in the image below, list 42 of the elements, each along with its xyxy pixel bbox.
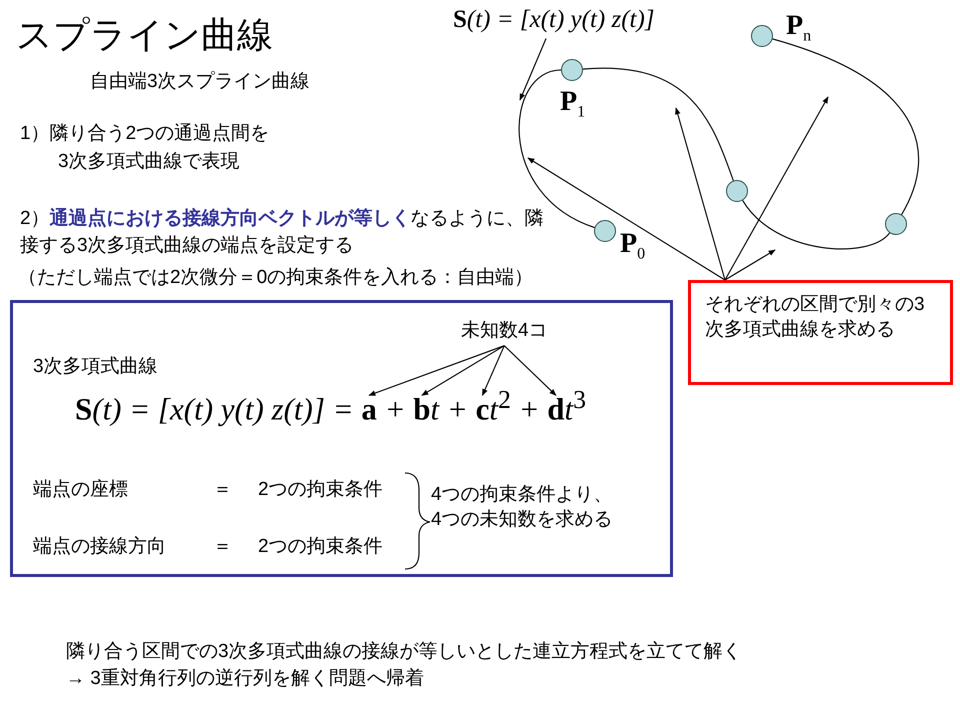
curve-segment <box>772 38 919 215</box>
point-circle <box>726 180 748 202</box>
arrow <box>482 345 505 396</box>
point-circle <box>561 59 583 81</box>
arrow <box>527 158 726 280</box>
box-text: 3次多項式曲線 <box>33 355 158 379</box>
box-text: ＝ <box>213 535 232 559</box>
point-label: P$_{1}$ <box>560 85 586 123</box>
note-box <box>688 280 953 385</box>
curve-segment <box>582 68 734 181</box>
arrow <box>368 345 504 396</box>
box-text: 2つの拘束条件 <box>258 535 383 559</box>
arrow <box>675 107 726 280</box>
note-text: （ただし端点では2次微分＝0の拘束条件を入れる：自由端） <box>18 266 534 290</box>
point-label: P$_{n}$ <box>786 9 812 47</box>
point-circle <box>751 25 773 47</box>
arrow <box>504 345 556 396</box>
point-label: P$_{0}$ <box>620 227 646 265</box>
point-circle <box>885 213 907 235</box>
point-circle <box>594 220 616 242</box>
formula-text: S(t) = [x(t) y(t) z(t)] = a + bt + ct$^{2}$ + dt$^{3}$ <box>75 383 586 430</box>
content-box <box>10 300 673 577</box>
arrow <box>724 96 828 280</box>
formula-text: S(t) = [x(t) y(t) z(t)] <box>453 4 655 36</box>
title: スプライン曲線 <box>16 13 273 57</box>
arrow <box>421 345 505 396</box>
arrow <box>724 250 776 280</box>
box-text: 4つの拘束条件より、4つの未知数を求める <box>431 483 613 532</box>
note-text: それぞれの区間で別々の3次多項式曲線を求める <box>704 293 926 342</box>
leader-line <box>520 38 547 101</box>
summary-text: 隣り合う区間での3次多項式曲線の接線が等しいとした連立方程式を立てて解く <box>66 640 742 664</box>
step-text: 1）隣り合う2つの通過点間を3次多項式曲線で表現 <box>20 122 270 174</box>
summary-text: → 3重対角行列の逆行列を解く問題へ帰着 <box>66 667 424 691</box>
step-text: 2）通過点における接線方向ベクトルが等しくなるように、隣接する3次多項式曲線の端点を設定する <box>20 206 545 258</box>
box-text: ＝ <box>213 478 232 502</box>
curve-segment <box>518 69 595 228</box>
box-text: 端点の座標 <box>33 478 128 502</box>
curve-segment <box>742 200 890 250</box>
annotation-text: 未知数4コ <box>461 319 548 344</box>
subtitle: 自由端3次スプライン曲線 <box>90 70 310 94</box>
box-text: 端点の接線方向 <box>33 535 166 559</box>
box-text: 2つの拘束条件 <box>258 478 383 502</box>
